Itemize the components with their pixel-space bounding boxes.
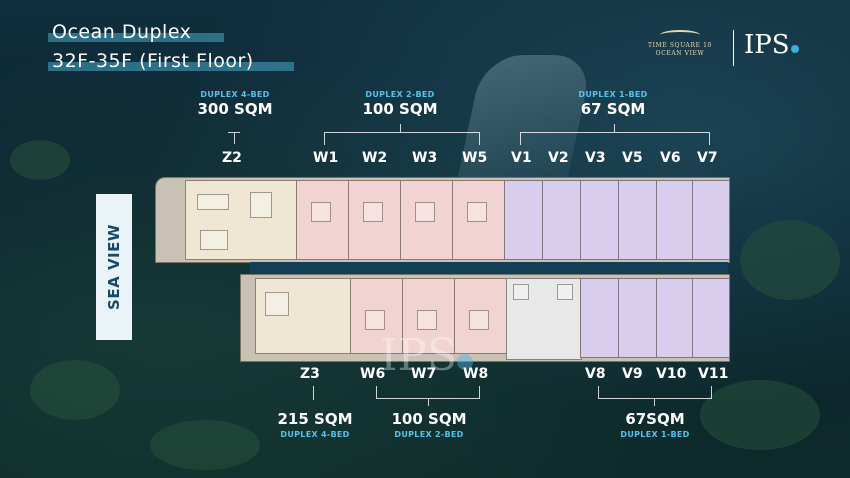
top-group-1bed-type: DUPLEX 1-BED <box>578 90 648 99</box>
unit-v10-area <box>656 278 694 358</box>
bed <box>469 310 489 330</box>
tree <box>150 420 260 470</box>
unit-w5: W5 <box>462 150 488 166</box>
unit-w3: W3 <box>412 150 438 166</box>
unit-w6-area <box>350 278 404 354</box>
unit-v6: V6 <box>660 150 681 166</box>
unit-z3-area <box>255 278 352 354</box>
unit-v2: V2 <box>548 150 569 166</box>
bracket <box>614 124 615 132</box>
unit-v11-area <box>692 278 730 358</box>
bed <box>365 310 385 330</box>
corridor <box>250 262 728 274</box>
bracket <box>324 132 480 145</box>
unit-v5-area <box>618 180 658 260</box>
bed <box>467 202 487 222</box>
unit-v9: V9 <box>622 366 643 382</box>
unit-z2: Z2 <box>222 150 242 166</box>
bed <box>363 202 383 222</box>
watermark-dot-icon <box>457 354 474 370</box>
bracket <box>228 132 240 133</box>
unit-v6-area <box>656 180 694 260</box>
bracket <box>520 132 710 145</box>
unit-w6: W6 <box>360 366 386 382</box>
bottom-group-4bed-size: 215 SQM <box>277 410 353 428</box>
top-group-4bed-type: DUPLEX 4-BED <box>200 90 270 99</box>
unit-v3-area <box>580 180 620 260</box>
bracket <box>234 132 235 144</box>
core-elevators <box>506 278 582 360</box>
title-line-1: Ocean Duplex <box>52 21 192 43</box>
unit-v10: V10 <box>656 366 687 382</box>
bracket <box>598 386 712 399</box>
bracket <box>400 124 401 132</box>
unit-v8-area <box>580 278 620 358</box>
unit-w1-area <box>296 180 350 260</box>
bottom-group-1bed-type: DUPLEX 1-BED <box>620 430 690 439</box>
top-group-2bed-size: 100 SQM <box>362 100 438 118</box>
unit-v7-area <box>692 180 730 260</box>
unit-v1: V1 <box>511 150 532 166</box>
unit-w2-area <box>348 180 402 260</box>
page-title: Ocean Duplex <box>48 20 224 44</box>
unit-w2: W2 <box>362 150 388 166</box>
unit-w5-area <box>452 180 506 260</box>
unit-v2-area <box>542 180 582 260</box>
bottom-group-2bed-size: 100 SQM <box>391 410 467 428</box>
unit-v5: V5 <box>622 150 643 166</box>
logo-divider <box>733 30 734 66</box>
bottom-group-4bed-type: DUPLEX 4-BED <box>280 430 350 439</box>
time-square-logo: TIME SQUARE 10 OCEAN VIEW <box>640 30 720 58</box>
unit-w3-area <box>400 180 454 260</box>
unit-v1-area <box>504 180 544 260</box>
bottom-group-2bed-type: DUPLEX 2-BED <box>394 430 464 439</box>
unit-z3: Z3 <box>300 366 320 382</box>
page-subtitle: 32F-35F (First Floor) <box>48 49 294 73</box>
time-square-mark-icon <box>660 30 700 40</box>
top-group-2bed-type: DUPLEX 2-BED <box>365 90 435 99</box>
sofa <box>200 230 228 250</box>
unit-v3: V3 <box>585 150 606 166</box>
tree <box>30 360 120 420</box>
bed <box>415 202 435 222</box>
unit-v11: V11 <box>698 366 729 382</box>
bracket <box>313 386 314 400</box>
unit-w7-area <box>402 278 456 354</box>
dining-table <box>197 194 229 210</box>
bed <box>250 192 272 218</box>
bed <box>265 292 289 316</box>
bracket <box>654 398 655 406</box>
bed <box>417 310 437 330</box>
ips-dot-icon <box>790 45 799 53</box>
tree <box>700 380 820 450</box>
elevator-icon <box>513 284 529 300</box>
tree <box>740 220 840 300</box>
bracket <box>428 398 429 406</box>
unit-w7: W7 <box>411 366 437 382</box>
unit-v9-area <box>618 278 658 358</box>
top-group-4bed-size: 300 SQM <box>197 100 273 118</box>
ips-logo: IPS <box>744 30 799 60</box>
ips-watermark: IPS <box>380 330 474 381</box>
tree <box>10 140 70 180</box>
sea-view-label: SEA VIEW <box>96 194 132 340</box>
unit-z2-area <box>185 180 298 260</box>
unit-w1: W1 <box>313 150 339 166</box>
bed <box>311 202 331 222</box>
title-line-2: 32F-35F (First Floor) <box>52 50 254 72</box>
bottom-group-1bed-size: 67SQM <box>625 410 685 428</box>
unit-w8: W8 <box>463 366 489 382</box>
elevator-icon <box>557 284 573 300</box>
floor-plan <box>155 172 730 362</box>
unit-v7: V7 <box>697 150 718 166</box>
unit-v8: V8 <box>585 366 606 382</box>
top-group-1bed-size: 67 SQM <box>580 100 646 118</box>
